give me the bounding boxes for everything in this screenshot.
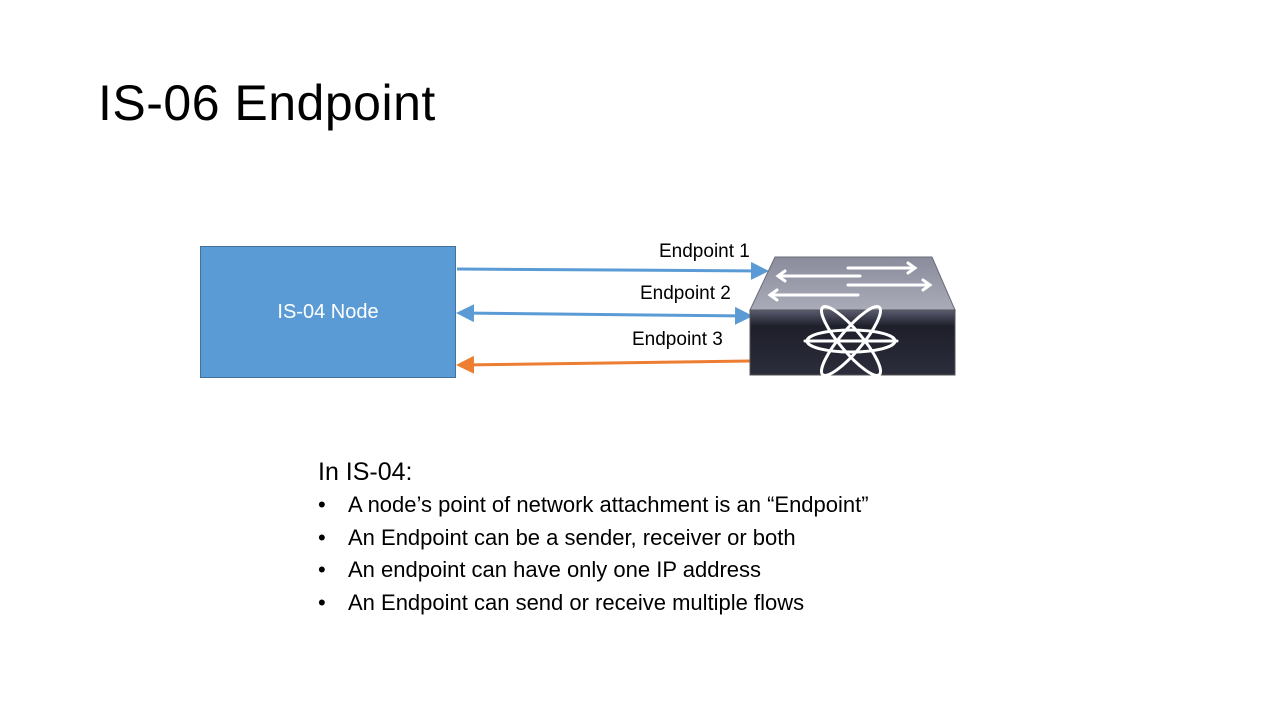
endpoint2-label: Endpoint 2 — [640, 283, 731, 304]
is04-node-box: IS-04 Node — [200, 246, 456, 378]
slide-title: IS-06 Endpoint — [98, 75, 436, 131]
network-switch-icon — [749, 256, 956, 377]
endpoint1-arrow — [456, 261, 769, 280]
bullet-item: An Endpoint can send or receive multiple… — [318, 590, 869, 623]
endpoint1-label: Endpoint 1 — [659, 241, 750, 262]
notes-heading: In IS-04: — [318, 458, 413, 486]
endpoint3-arrow — [456, 355, 751, 374]
bullet-item: An endpoint can have only one IP address — [318, 557, 869, 590]
bullet-item: An Endpoint can be a sender, receiver or… — [318, 525, 869, 558]
node-label: IS-04 Node — [277, 300, 379, 323]
bullet-item: A node’s point of network attachment is … — [318, 492, 869, 525]
notes-list: A node’s point of network attachment is … — [318, 492, 869, 622]
endpoint2-arrow — [456, 304, 753, 325]
endpoint3-label: Endpoint 3 — [632, 329, 723, 350]
